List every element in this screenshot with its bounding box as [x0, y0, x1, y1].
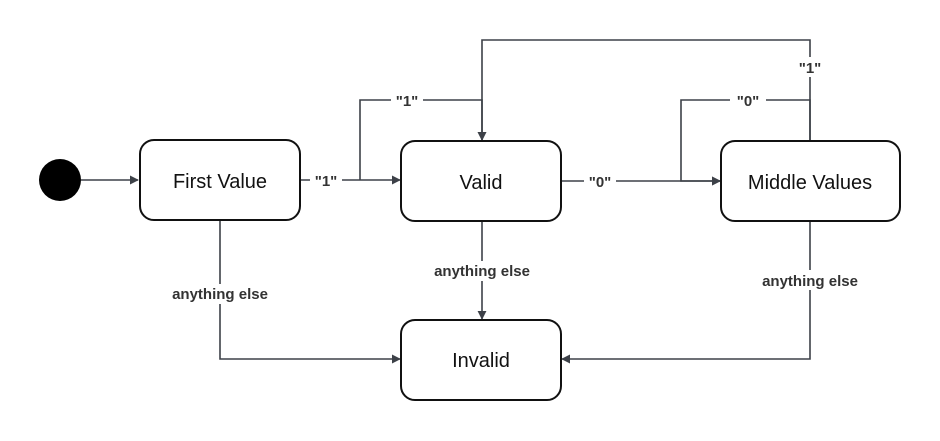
edge-label-valid-to-invalid: anything else	[434, 263, 530, 280]
state-middle-values-label: Middle Values	[748, 172, 872, 194]
edge-label-middle-self-loop: "0"	[737, 93, 760, 110]
edge-first-value-to-invalid	[219, 220, 401, 364]
state-valid-label: Valid	[460, 172, 503, 194]
edge-label-valid-self-loop: "1"	[396, 93, 419, 110]
edge-label-first-to-valid: "1"	[315, 173, 338, 190]
initial-state-node	[39, 159, 81, 201]
edge-label-middle-to-invalid: anything else	[762, 273, 858, 290]
edge-label-middle-to-valid: "1"	[799, 60, 822, 77]
state-valid: Valid	[400, 140, 562, 222]
state-invalid-label: Invalid	[452, 350, 510, 372]
edge-label-first-to-invalid: anything else	[172, 286, 268, 303]
edge-label-valid-to-middle: "0"	[589, 174, 612, 191]
edge-middle-values-to-invalid	[561, 221, 811, 364]
state-first-value-label: First Value	[173, 171, 267, 193]
state-invalid: Invalid	[400, 319, 562, 401]
state-first-value: First Value	[139, 139, 301, 221]
edge-middle-values-to-valid	[477, 39, 811, 141]
state-middle-values: Middle Values	[720, 140, 901, 222]
